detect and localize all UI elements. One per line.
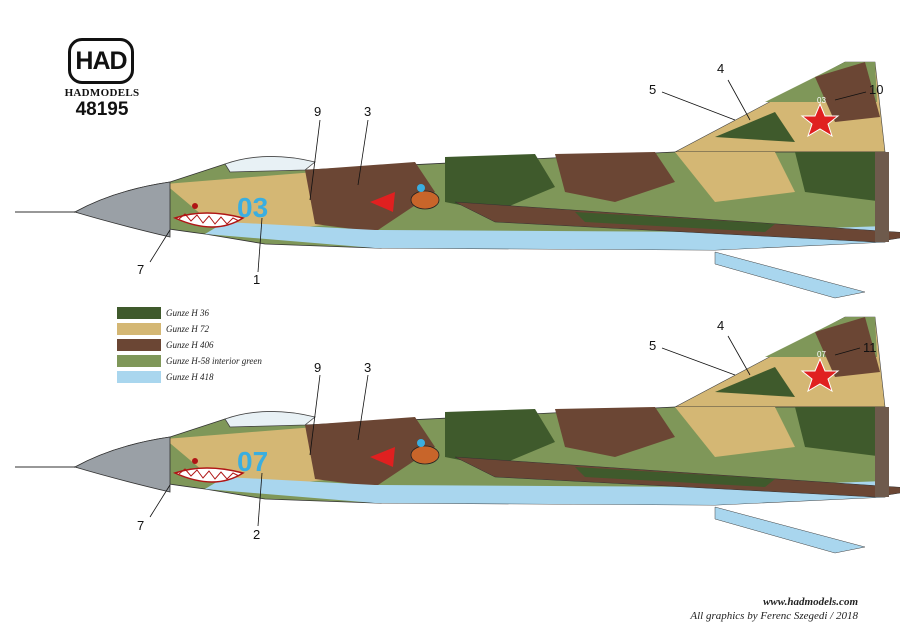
paint-legend: Gunze H 36 Gunze H 72 Gunze H 406 Gunze … <box>117 305 262 385</box>
legend-label: Gunze H 36 <box>166 307 209 318</box>
legend-label: Gunze H-58 interior green <box>166 355 262 366</box>
legend-swatch <box>117 370 161 383</box>
nose-number-bottom: 07 <box>237 446 269 477</box>
callout-top-7: 7 <box>137 262 145 277</box>
had-logo: HAD <box>68 38 134 84</box>
callout-bottom-4: 4 <box>717 318 725 333</box>
callout-top-1: 1 <box>253 272 261 287</box>
legend-item: Gunze H 72 <box>117 321 262 336</box>
website-text: www.hadmodels.com <box>763 596 858 608</box>
callout-bottom-5: 5 <box>649 338 657 353</box>
legend-swatch <box>117 322 161 335</box>
callout-top-3: 3 <box>364 104 372 119</box>
legend-item: Gunze H 406 <box>117 337 262 352</box>
callout-top-10: 10 <box>869 82 884 97</box>
legend-label: Gunze H 418 <box>166 371 214 382</box>
callout-bottom-9: 9 <box>314 360 322 375</box>
legend-label: Gunze H 72 <box>166 323 209 334</box>
author-text: All graphics by Ferenc Szegedi / 2018 <box>690 610 858 622</box>
legend-swatch <box>117 338 161 351</box>
logo-name: HADMODELS <box>64 87 140 99</box>
legend-swatch <box>117 306 161 319</box>
tail-number-bottom: 07 <box>817 350 826 359</box>
callout-top-4: 4 <box>717 61 725 76</box>
legend-label: Gunze H 406 <box>166 339 214 350</box>
aircraft-top <box>14 61 900 299</box>
callout-top-9: 9 <box>314 104 322 119</box>
legend-item: Gunze H 36 <box>117 305 262 320</box>
callout-bottom-3: 3 <box>364 360 372 375</box>
legend-item: Gunze H 418 <box>117 369 262 384</box>
credits: www.hadmodels.com All graphics by Ferenc… <box>690 595 858 623</box>
legend-swatch <box>117 354 161 367</box>
callout-bottom-11: 11 <box>863 340 877 355</box>
product-number: 48195 <box>75 99 129 120</box>
logo-letters: HAD <box>75 46 127 75</box>
callout-top-5: 5 <box>649 82 657 97</box>
callout-bottom-2: 2 <box>253 527 261 542</box>
callout-bottom-7: 7 <box>137 518 145 533</box>
legend-item: Gunze H-58 interior green <box>117 353 262 368</box>
tail-number-top: 03 <box>817 96 826 105</box>
nose-number-top: 03 <box>237 192 269 223</box>
